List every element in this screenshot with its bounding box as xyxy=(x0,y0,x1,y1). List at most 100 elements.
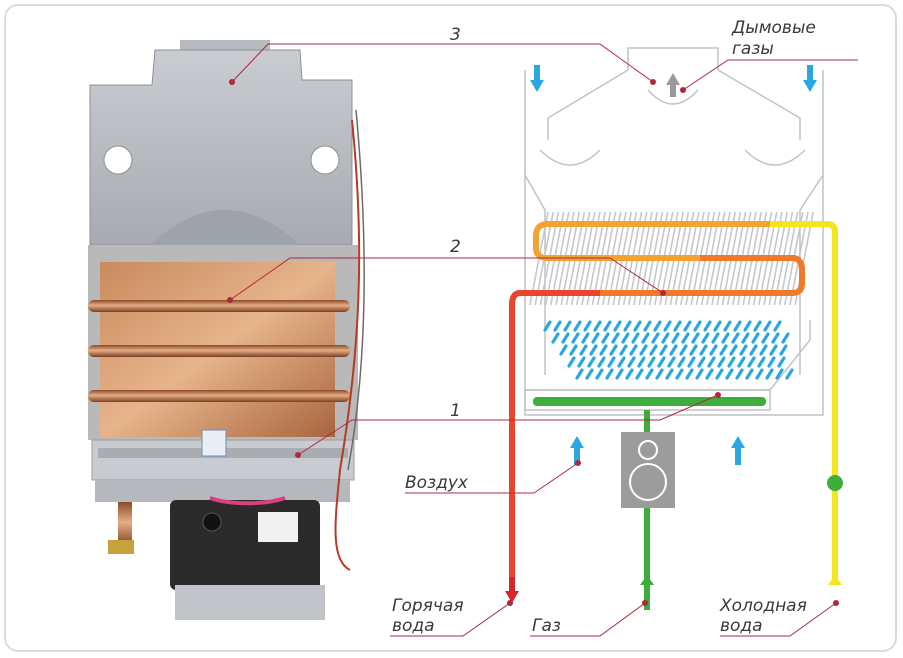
flame-dot xyxy=(575,368,584,380)
heater-photo xyxy=(88,40,365,620)
flame-dot xyxy=(639,344,648,356)
flame-dot xyxy=(655,368,664,380)
flame-dot xyxy=(705,368,714,380)
wire-red xyxy=(334,119,361,571)
flame-dot xyxy=(607,356,616,368)
hood-sides xyxy=(547,118,801,140)
flame-dot xyxy=(641,332,650,344)
flame-dot xyxy=(651,332,660,344)
flame-dot xyxy=(753,320,762,332)
flame-dot xyxy=(597,356,606,368)
flame-dot xyxy=(599,344,608,356)
hot-water-label-line1: Горячая xyxy=(392,596,464,616)
flue-cup xyxy=(647,89,699,105)
gas-valve xyxy=(621,432,675,508)
wire-grey xyxy=(347,109,365,471)
flame-dot xyxy=(741,332,750,344)
valve-knob xyxy=(202,512,222,532)
flame-dot xyxy=(577,356,586,368)
flame-dot xyxy=(573,320,582,332)
flame-dot xyxy=(613,320,622,332)
flame-dot xyxy=(633,320,642,332)
lower-bracket xyxy=(95,480,350,502)
casing-outline xyxy=(524,70,824,416)
flame-dot xyxy=(701,332,710,344)
leader-flue-gases xyxy=(682,59,858,91)
flame-dot xyxy=(721,332,730,344)
flame-dot xyxy=(677,356,686,368)
pipe-stub xyxy=(118,502,132,547)
schematic xyxy=(505,47,843,610)
hot-water-pipe xyxy=(509,290,600,585)
flame-dot xyxy=(569,344,578,356)
flame-dot xyxy=(645,368,654,380)
flame-dot xyxy=(729,344,738,356)
flame-dot xyxy=(561,332,570,344)
flame-dot xyxy=(581,332,590,344)
flame-dot xyxy=(585,368,594,380)
flame-dot xyxy=(627,356,636,368)
flame-dot xyxy=(757,356,766,368)
cold-water-pipe xyxy=(770,221,838,585)
leader-air xyxy=(405,462,579,494)
flame-dot xyxy=(691,332,700,344)
flame-dot xyxy=(683,320,692,332)
gas-arrow-up xyxy=(640,575,654,585)
coil-mid-segment xyxy=(600,255,805,296)
flame-dot xyxy=(717,356,726,368)
air-arrow-up-left xyxy=(570,436,584,465)
copper-pipe-1 xyxy=(88,300,350,312)
flame-dot xyxy=(619,344,628,356)
hood-hole-right xyxy=(310,145,340,175)
flame-dot xyxy=(563,320,572,332)
flame-dot xyxy=(681,332,690,344)
flame-dot xyxy=(767,356,776,368)
ignition-electrode xyxy=(201,429,227,457)
gas-label: Газ xyxy=(532,616,561,636)
flame-dot xyxy=(735,368,744,380)
flame-dot xyxy=(551,332,560,344)
flame-dot xyxy=(587,356,596,368)
leader-3 xyxy=(231,43,654,83)
flame-dot xyxy=(663,320,672,332)
flame-dot xyxy=(745,368,754,380)
flame-dot xyxy=(765,368,774,380)
flame-dot xyxy=(707,356,716,368)
flame-dot xyxy=(725,368,734,380)
flame-dot xyxy=(647,356,656,368)
flame-dot xyxy=(625,368,634,380)
flame-dot xyxy=(643,320,652,332)
flame-dot xyxy=(583,320,592,332)
air-label: Воздух xyxy=(405,473,469,493)
flame-dot xyxy=(637,356,646,368)
callout-2: 2 xyxy=(450,237,461,257)
burner-flames xyxy=(543,320,794,380)
flame-dot xyxy=(737,356,746,368)
flame-dot xyxy=(621,332,630,344)
chamber-walls xyxy=(524,174,824,375)
flame-dot xyxy=(713,320,722,332)
flame-dot xyxy=(617,356,626,368)
flame-dot xyxy=(785,368,794,380)
flame-dot xyxy=(571,332,580,344)
flame-dot xyxy=(733,320,742,332)
leader-dots xyxy=(227,79,839,606)
flame-dot xyxy=(699,344,708,356)
flame-dot xyxy=(543,320,552,332)
flame-dot xyxy=(763,320,772,332)
flame-dot xyxy=(671,332,680,344)
flame-dot xyxy=(687,356,696,368)
flame-dot xyxy=(711,332,720,344)
leader-1 xyxy=(297,394,719,456)
flame-dot xyxy=(777,356,786,368)
copper-pipe-3 xyxy=(88,390,350,402)
flame-dot xyxy=(727,356,736,368)
flame-dot xyxy=(603,320,612,332)
water-unit xyxy=(175,585,325,620)
flame-dot xyxy=(749,344,758,356)
flame-dot xyxy=(591,332,600,344)
flame-dot xyxy=(675,368,684,380)
flame-dot xyxy=(559,344,568,356)
flue-outlet xyxy=(627,47,719,70)
water-sensor-dot xyxy=(827,475,843,491)
